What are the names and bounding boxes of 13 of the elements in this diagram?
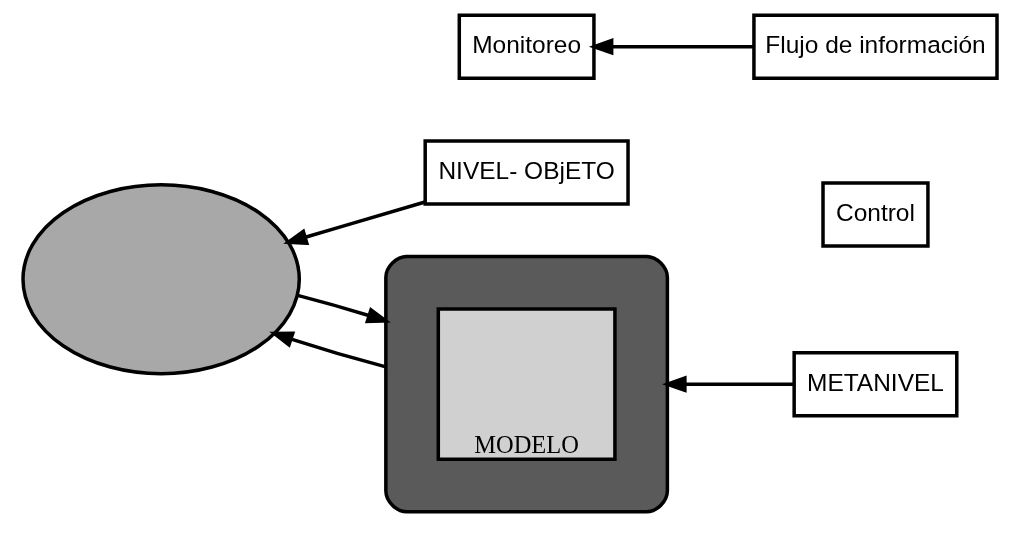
node-box: METANIVEL	[792, 350, 959, 418]
arrow	[269, 331, 387, 369]
node-box: Monitoreo	[457, 13, 596, 80]
arrow	[588, 38, 754, 56]
node-box: NIVEL- OBjETO	[423, 139, 630, 206]
arrow	[297, 293, 391, 324]
arrow	[283, 200, 426, 246]
node-ellipse	[21, 183, 302, 376]
arrow	[662, 375, 794, 393]
node-box: Control	[821, 181, 930, 248]
node-box: Flujo de información	[752, 13, 999, 80]
cluster	[384, 254, 670, 514]
node-box: MODELO	[436, 307, 617, 462]
